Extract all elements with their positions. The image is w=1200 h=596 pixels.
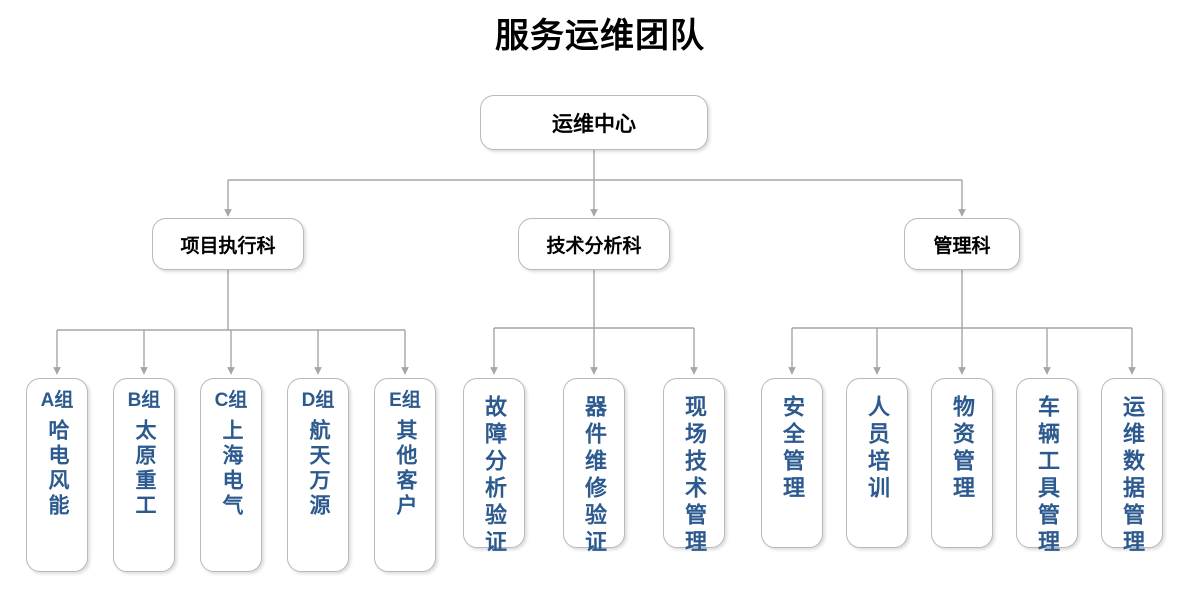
group-client-label: 哈电风能 [46, 419, 69, 519]
management-function-label: 安全管理 [780, 395, 805, 503]
group-client-label: 航天万源 [307, 419, 330, 519]
node-department-technical-analysis[interactable]: 技术分析科 [518, 218, 670, 270]
management-function-label: 物资管理 [950, 395, 975, 503]
group-client-label: 上海电气 [220, 419, 243, 519]
group-client-label: 其他客户 [394, 419, 417, 519]
group-code-label: B组 [127, 390, 161, 411]
node-mgmt-ops-data[interactable]: 运维数据管理 [1101, 378, 1163, 557]
node-tech-onsite-management[interactable]: 现场技术管理 [663, 378, 725, 557]
tech-function-label: 现场技术管理 [682, 395, 707, 557]
node-group-b[interactable]: B组 太原重工 [113, 378, 175, 572]
node-department-label: 技术分析科 [546, 235, 642, 257]
tech-function-label: 故障分析验证 [482, 395, 507, 557]
page-title: 服务运维团队 [495, 17, 705, 55]
node-department-label: 项目执行科 [180, 235, 276, 257]
node-group-d[interactable]: D组 航天万源 [287, 378, 349, 572]
group-code-label: D组 [301, 390, 335, 411]
node-tech-component-repair[interactable]: 器件维修验证 [563, 378, 625, 557]
tech-function-label: 器件维修验证 [582, 395, 607, 557]
node-group-c[interactable]: C组 上海电气 [200, 378, 262, 572]
group-code-label: E组 [389, 390, 421, 411]
node-mgmt-vehicle-tools[interactable]: 车辆工具管理 [1016, 378, 1078, 557]
node-department-management[interactable]: 管理科 [904, 218, 1020, 270]
management-function-label: 人员培训 [865, 395, 890, 503]
management-function-label: 车辆工具管理 [1035, 395, 1060, 557]
node-root-label: 运维中心 [552, 112, 636, 136]
group-client-label: 太原重工 [133, 419, 156, 519]
node-root[interactable]: 运维中心 [480, 95, 708, 150]
node-department-label: 管理科 [933, 235, 991, 257]
group-code-label: A组 [40, 390, 74, 411]
node-mgmt-training[interactable]: 人员培训 [846, 378, 908, 548]
node-group-a[interactable]: A组 哈电风能 [26, 378, 88, 572]
node-tech-fault-analysis[interactable]: 故障分析验证 [463, 378, 525, 557]
node-mgmt-safety[interactable]: 安全管理 [761, 378, 823, 548]
node-group-e[interactable]: E组 其他客户 [374, 378, 436, 572]
group-code-label: C组 [214, 390, 248, 411]
management-function-label: 运维数据管理 [1120, 395, 1145, 557]
node-department-project-execution[interactable]: 项目执行科 [152, 218, 304, 270]
node-mgmt-materials[interactable]: 物资管理 [931, 378, 993, 548]
